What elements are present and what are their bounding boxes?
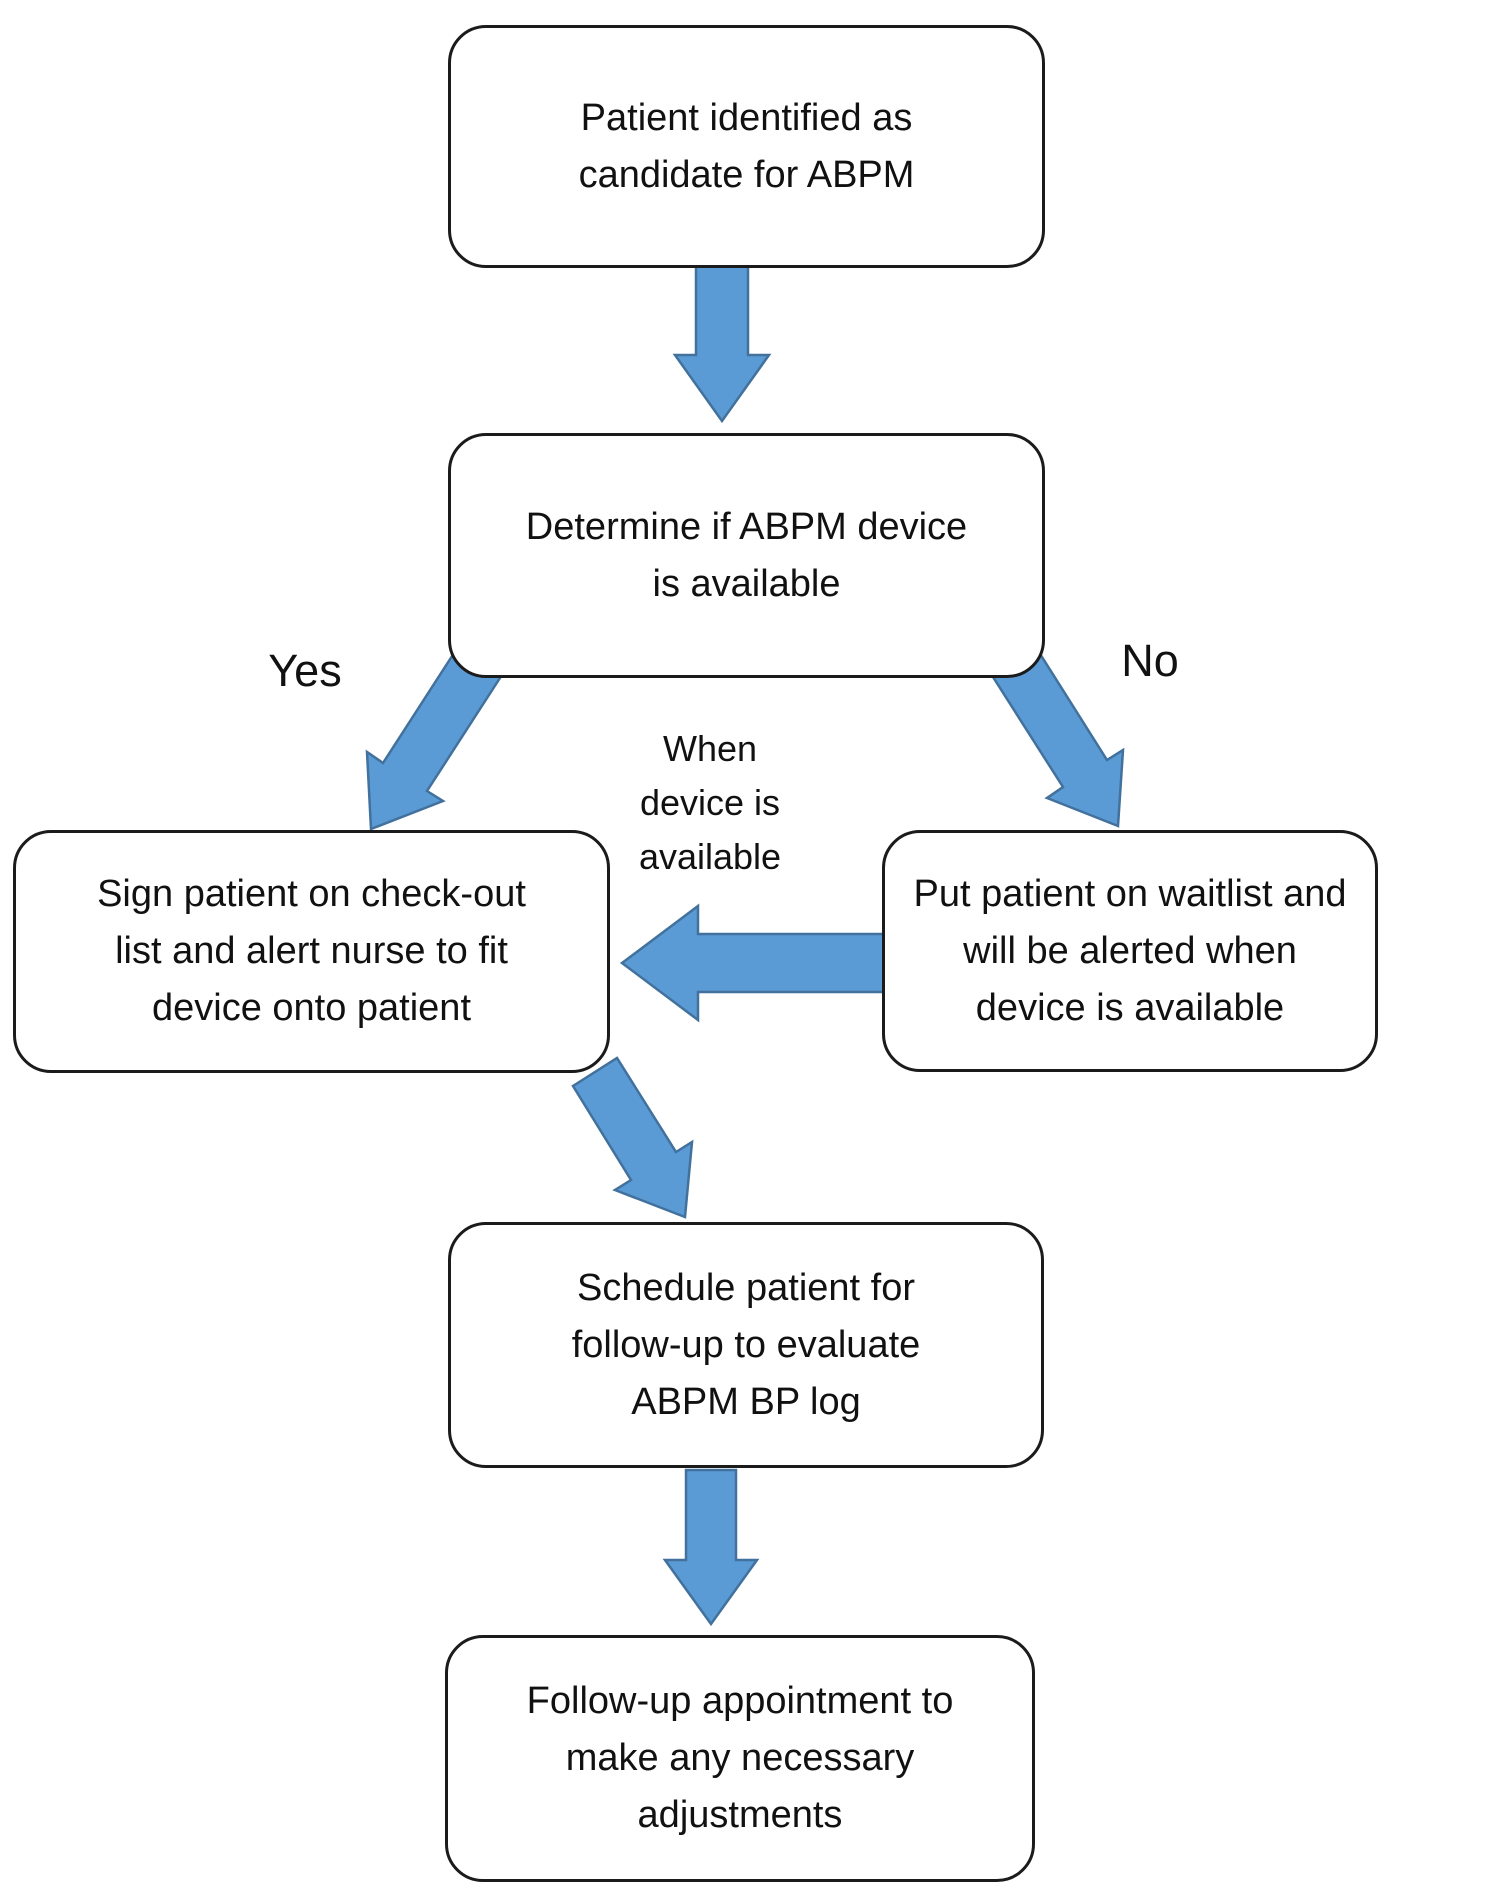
node-text-line: device is available [975,986,1285,1029]
arrow-schedule-to-followup-icon [662,1468,760,1627]
node-text-line: list and alert nurse to fit [115,930,508,972]
node-followup-appointment: Follow-up appointment to make any necess… [445,1635,1035,1882]
edge-label-yes: Yes [268,645,342,696]
arrow-sign-to-schedule-icon [571,1056,694,1219]
node-text-line: adjustments [637,1794,843,1836]
node-text-line: Determine if ABPM device [525,505,968,548]
node-text-line: Sign patient on check-out [97,873,526,915]
edge-label-when-device-available: When device is available [620,722,800,884]
node-text-line: Put patient on waitlist and [913,872,1347,915]
node-text-line: ABPM BP log [631,1380,861,1423]
node-text-line: Schedule patient for [576,1266,915,1309]
node-sign-checkout-list: Sign patient on check-out list and alert… [13,830,610,1073]
node-put-on-waitlist: Put patient on waitlist and will be aler… [882,830,1378,1072]
arrow-candidate-to-determine-icon [672,260,772,424]
arrow-no-determine-to-waitlist-icon [984,636,1125,828]
arrow-waitlist-to-sign-icon [619,903,892,1023]
node-text-line: is available [652,562,841,605]
edge-label-line: When [662,728,758,769]
node-schedule-followup: Schedule patient for follow-up to evalua… [448,1222,1044,1468]
node-determine-device-available: Determine if ABPM device is available [448,433,1045,678]
node-text-line: make any necessary [565,1737,915,1779]
edge-label-line: device is [639,782,781,823]
edge-label-no: No [1121,635,1179,686]
node-text-line: Follow-up appointment to [526,1680,954,1722]
node-text-line: will be alerted when [963,929,1297,972]
arrow-yes-determine-to-sign-icon [365,634,511,831]
edge-label-line: available [638,836,782,877]
node-text-line: device onto patient [151,987,471,1029]
node-text-line: follow-up to evaluate [571,1323,921,1366]
node-text-line: Patient identified as [580,96,913,139]
node-text-line: candidate for ABPM [578,153,915,196]
node-candidate-for-abpm: Patient identified as candidate for ABPM [448,25,1045,268]
